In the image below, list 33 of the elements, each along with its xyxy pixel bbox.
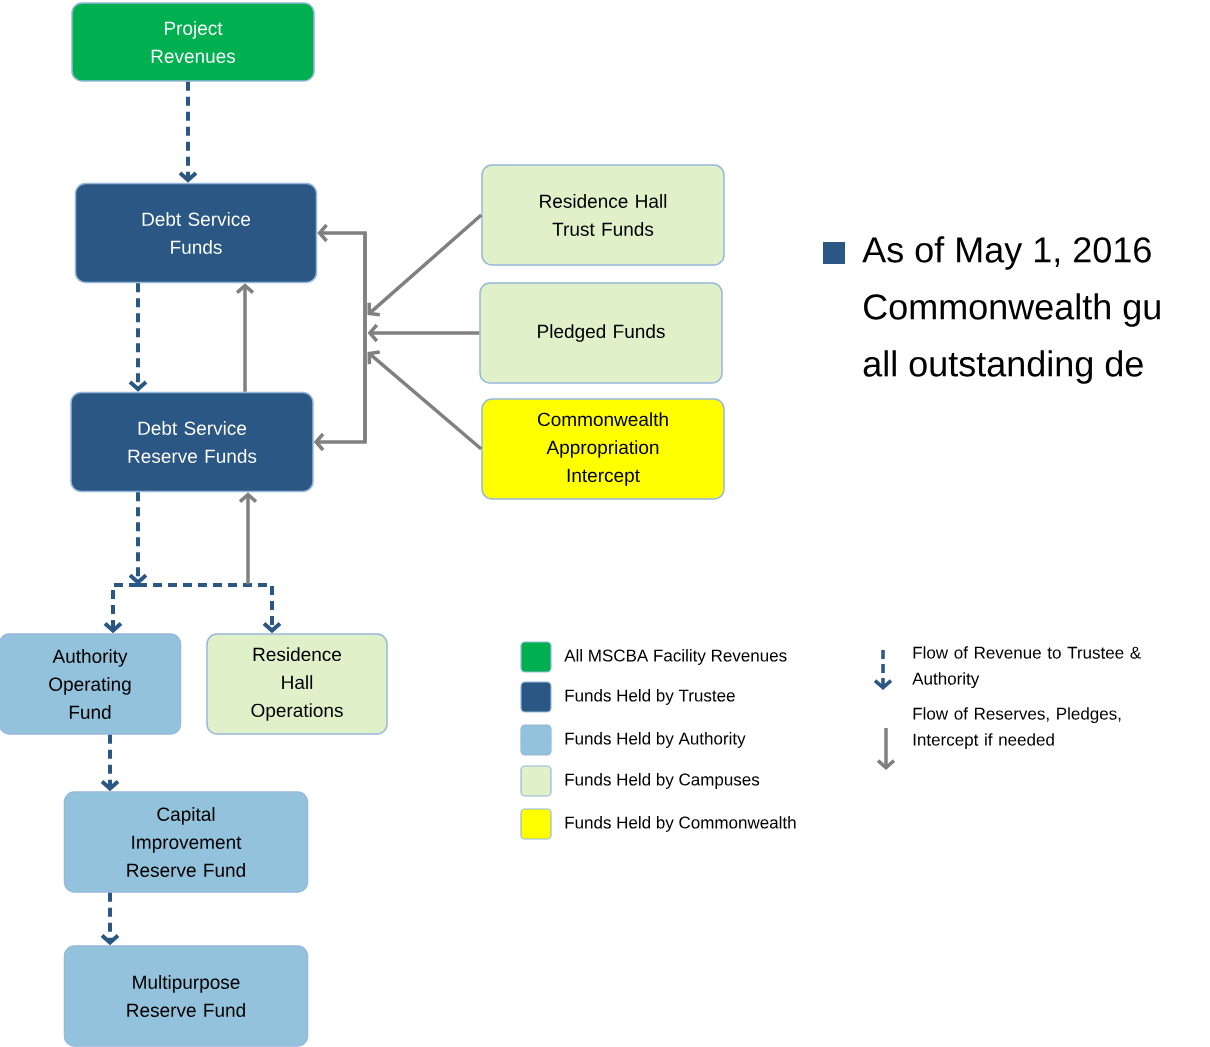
arrow bbox=[128, 283, 148, 392]
legend-text: Flow of Revenue to Trustee & Authority bbox=[912, 646, 1141, 689]
fund-box: Debt Service Reserve Funds bbox=[70, 391, 314, 493]
arrow bbox=[367, 323, 480, 343]
bullet-text: As of May 1, 2016 bbox=[862, 236, 1151, 270]
bullet-text: all outstanding de bbox=[863, 350, 1143, 384]
arrow bbox=[138, 583, 282, 634]
legend-text: Funds Held by Commonwealth bbox=[565, 816, 796, 832]
fund-box: Commonwealth Appropriation Intercept bbox=[481, 398, 725, 500]
arrow bbox=[313, 233, 367, 452]
legend-text: Funds Held by Campuses bbox=[565, 773, 760, 789]
arrow bbox=[100, 892, 120, 946]
fund-box: Pledged Funds bbox=[479, 282, 723, 384]
fund-box: Project Revenues bbox=[71, 2, 315, 82]
legend-text: Flow of Reserves, Pledges, Intercept if needed bbox=[913, 707, 1121, 750]
arrow bbox=[238, 492, 258, 585]
legend-text: All MSCBA Facility Revenues bbox=[564, 649, 787, 665]
arrow bbox=[367, 350, 483, 451]
fund-box: Capital Improvement Reserve Fund bbox=[63, 791, 309, 893]
legend-text: Funds Held by Authority bbox=[565, 732, 746, 748]
arrow bbox=[367, 213, 483, 317]
fund-box: Residence Hall Operations bbox=[206, 633, 388, 735]
arrow bbox=[103, 583, 138, 634]
arrow bbox=[100, 734, 120, 792]
arrow bbox=[178, 81, 198, 183]
arrow bbox=[235, 283, 255, 392]
fund-box: Residence Hall Trust Funds bbox=[481, 164, 725, 266]
bullet-text: Commonwealth gu bbox=[864, 293, 1160, 327]
fund-box: Debt Service Funds bbox=[74, 182, 318, 284]
fund-box: Multipurpose Reserve Fund bbox=[63, 945, 309, 1047]
legend-text: Funds Held by Trustee bbox=[565, 689, 735, 705]
fund-box: Authority Operating Fund bbox=[0, 633, 182, 735]
arrow bbox=[128, 492, 148, 585]
